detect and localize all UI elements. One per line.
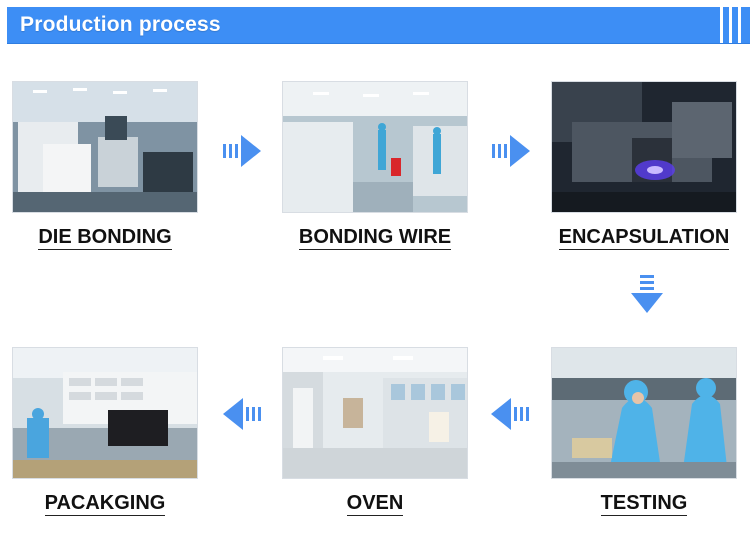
photo-testing (552, 348, 736, 478)
photo-oven (283, 348, 467, 478)
step-label-encapsulation: ENCAPSULATION (558, 226, 730, 250)
step-label-packaging: PACAKGING (44, 492, 166, 516)
step-label-oven: OVEN (346, 492, 404, 516)
arrow-left-icon (223, 398, 261, 430)
step-label-bonding-wire: BONDING WIRE (298, 226, 452, 250)
page-title: Production process (20, 13, 221, 36)
header-stripe (729, 7, 732, 43)
photo-bonding-wire (283, 82, 467, 212)
photo-encapsulation (552, 82, 736, 212)
photo-die-bonding (13, 82, 197, 212)
arrow-right-icon (492, 135, 530, 167)
arrow-left-icon (491, 398, 529, 430)
header-stripe (738, 7, 741, 43)
header-stripe (720, 7, 723, 43)
section-header: Production process (7, 7, 750, 44)
arrow-right-icon (223, 135, 261, 167)
step-label-testing: TESTING (600, 492, 688, 516)
arrow-down-icon (631, 275, 663, 313)
photo-packaging (13, 348, 197, 478)
step-label-die-bonding: DIE BONDING (38, 226, 172, 250)
